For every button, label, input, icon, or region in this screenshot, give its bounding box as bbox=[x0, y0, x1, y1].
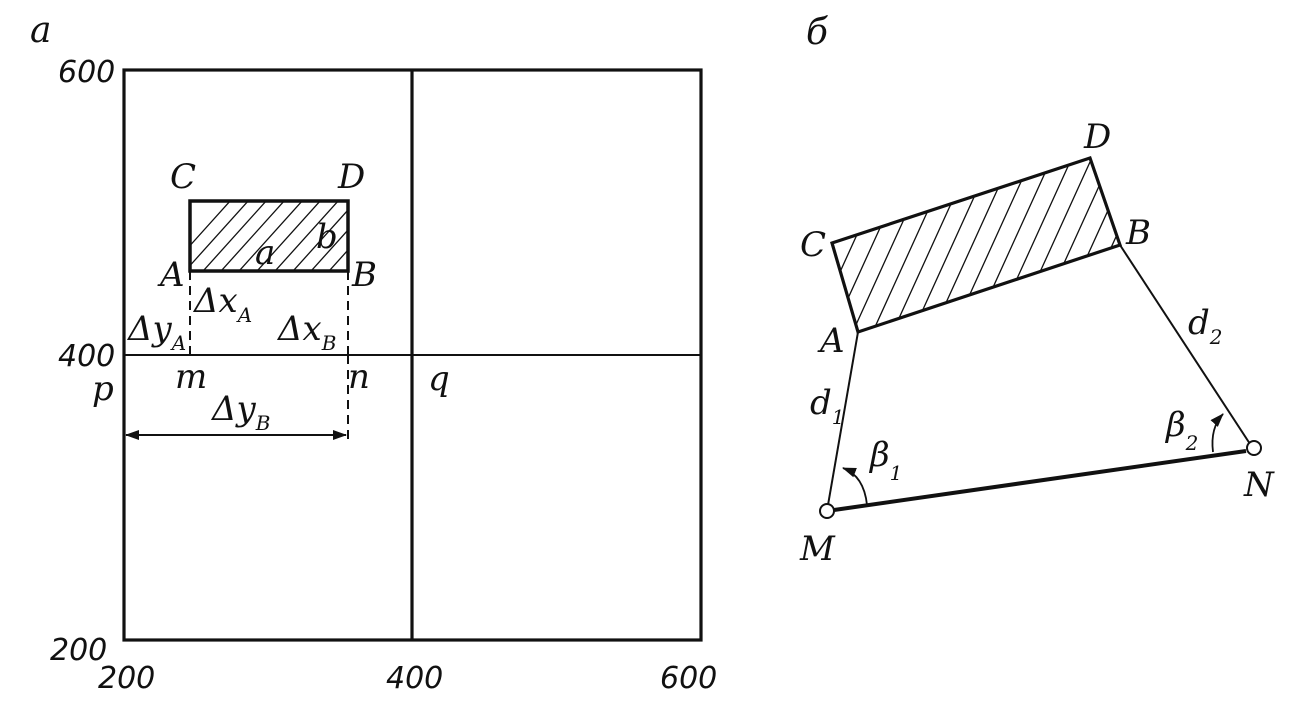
base-line-MN bbox=[833, 449, 1247, 512]
label-d2: d2 bbox=[1188, 303, 1223, 349]
label-side-a: a bbox=[255, 233, 275, 273]
label-side-b: b bbox=[316, 217, 338, 257]
label-vertex-N: N bbox=[1243, 465, 1275, 505]
label-corner-B: B bbox=[351, 255, 377, 295]
label-beta1: β1 bbox=[868, 435, 902, 485]
parcel-rectangle bbox=[188, 199, 350, 273]
label-point-m: m bbox=[175, 357, 207, 397]
station-N bbox=[1246, 440, 1262, 456]
label-vertex-A: A bbox=[817, 321, 845, 361]
line-d1 bbox=[827, 331, 859, 506]
label-vertex-C: C bbox=[800, 225, 826, 265]
parcel-quadrilateral bbox=[830, 155, 1123, 335]
angle-arc-beta2 bbox=[1210, 413, 1224, 453]
angle-arc-beta1 bbox=[842, 467, 868, 506]
tick-y-200: 200 bbox=[50, 633, 107, 668]
panel-a: a 600 400 200 200 400 600 bbox=[30, 10, 717, 696]
label-point-p: p bbox=[92, 369, 114, 409]
tick-x-600: 600 bbox=[660, 661, 717, 696]
tick-x-200: 200 bbox=[98, 661, 155, 696]
tick-x-400: 400 bbox=[386, 661, 443, 696]
panel-b-letter: б bbox=[806, 12, 829, 53]
label-vertex-B: B bbox=[1125, 213, 1151, 253]
line-d2 bbox=[1119, 244, 1253, 448]
panel-b: б C bbox=[799, 12, 1275, 569]
label-vertex-D: D bbox=[1083, 117, 1111, 157]
panel-a-letter: a bbox=[30, 10, 51, 51]
label-corner-D: D bbox=[337, 157, 365, 197]
label-dxA: ΔxA bbox=[192, 281, 252, 327]
label-corner-C: C bbox=[170, 157, 196, 197]
label-dyB: ΔyB bbox=[210, 389, 270, 435]
label-d1: d1 bbox=[810, 383, 845, 429]
label-beta2: β2 bbox=[1164, 405, 1198, 455]
label-corner-A: A bbox=[157, 255, 185, 295]
label-point-q: q bbox=[428, 359, 450, 399]
label-vertex-M: M bbox=[799, 529, 836, 569]
tick-y-400: 400 bbox=[58, 339, 115, 374]
tick-y-600: 600 bbox=[58, 55, 115, 90]
label-dyA: ΔyA bbox=[126, 309, 186, 355]
station-M bbox=[819, 503, 835, 519]
label-dxB: ΔxB bbox=[276, 309, 336, 355]
parcel-hatching bbox=[190, 201, 348, 271]
label-point-n: n bbox=[348, 357, 370, 397]
